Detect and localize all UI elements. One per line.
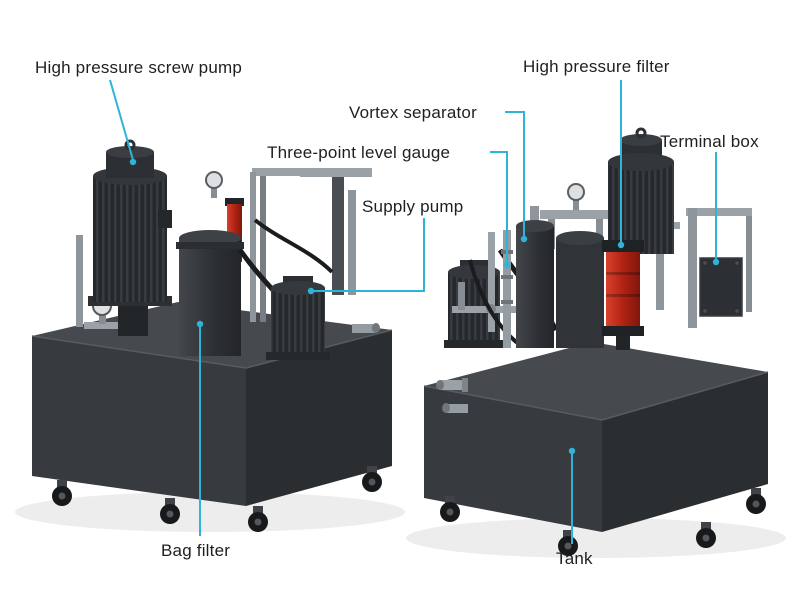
vortex-separator [516, 206, 554, 348]
right-pump-motor [608, 127, 674, 254]
leader-vortex [505, 111, 525, 237]
label-terminal-box: Terminal box [660, 132, 759, 151]
terminal-box [686, 208, 752, 328]
label-supply-pump: Supply pump [362, 197, 464, 216]
leader-dots [129, 158, 720, 455]
right-tank [423, 342, 769, 532]
label-high-pressure-screw-pump: High pressure screw pump [35, 58, 242, 77]
tank-outlet-fittings [436, 378, 468, 413]
label-tank: Tank [556, 549, 593, 568]
screw-pump-motor [88, 139, 172, 336]
label-high-pressure-filter: High pressure filter [523, 57, 670, 76]
right-machine-illustration [406, 127, 786, 558]
supply-pump-motor [266, 276, 330, 360]
frame-columns [250, 168, 314, 322]
center-housing [556, 231, 604, 348]
high-pressure-filter [602, 240, 644, 350]
leader-screw-pump [109, 79, 134, 161]
pressure-gauge-right [567, 183, 585, 210]
left-casters [52, 466, 382, 532]
label-three-point-level-gauge: Three-point level gauge [267, 143, 451, 162]
leader-lines [109, 79, 717, 544]
right-casters [440, 488, 766, 556]
leader-level-gauge [490, 151, 508, 263]
label-vortex-separator: Vortex separator [349, 103, 477, 122]
left-machine-illustration [15, 139, 405, 532]
leader-supply-pump [313, 218, 425, 292]
label-bag-filter: Bag filter [161, 541, 231, 560]
bag-filter-housing [176, 230, 244, 356]
pressure-gauge-center [205, 171, 223, 198]
